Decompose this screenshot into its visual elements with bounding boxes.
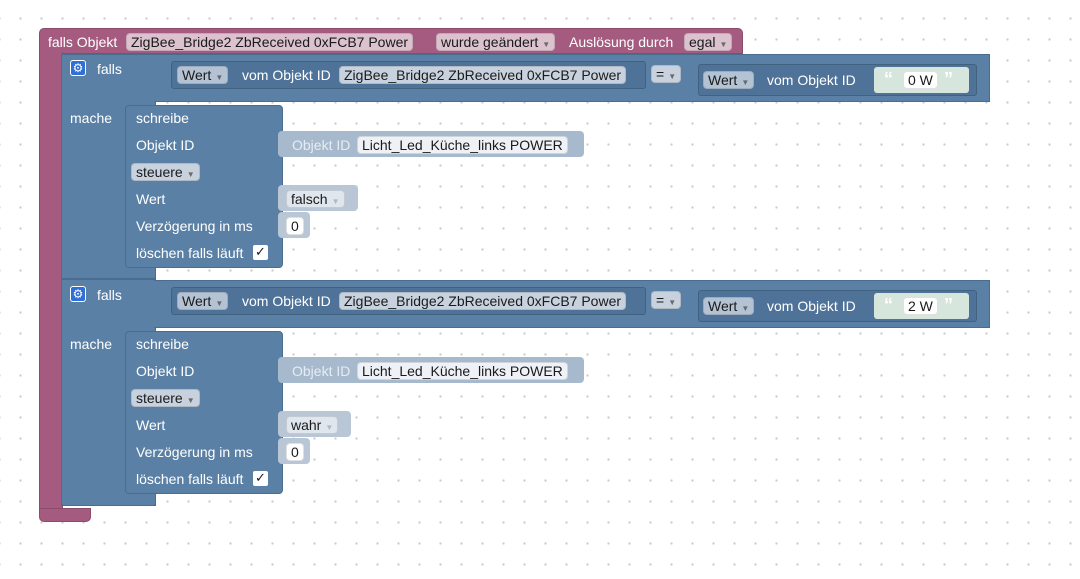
trigger-value-dropdown[interactable]: egal▼ (684, 33, 733, 51)
chevron-down-icon: ▼ (215, 73, 224, 82)
objid-value-field[interactable]: Licht_Led_Küche_links POWER (357, 136, 568, 154)
objid-value-text: Licht_Led_Küche_links POWER (362, 137, 563, 153)
cond-value-text: Wert (182, 293, 212, 309)
if-label: falls (97, 61, 122, 77)
objid-label: Objekt ID (136, 363, 195, 379)
wert-dropdown[interactable]: wahr▼ (286, 416, 339, 434)
wert-label: Wert (136, 417, 166, 433)
chevron-down-icon: ▼ (668, 72, 677, 81)
objid-label: Objekt ID (136, 137, 195, 153)
rhs-string-text: 2 W (908, 298, 933, 314)
trigger-event-dropdown[interactable]: wurde geändert▼ (436, 33, 556, 51)
if-block-foot (61, 494, 156, 506)
delay-input[interactable]: 0 (286, 217, 304, 235)
operator-text: = (656, 66, 665, 82)
operator-text: = (656, 292, 665, 308)
wert-label: Wert (136, 191, 166, 207)
rhs-string-input[interactable]: 2 W (903, 297, 938, 315)
delay-label: Verzögerung in ms (136, 218, 253, 234)
cond-object-text: ZigBee_Bridge2 ZbReceived 0xFCB7 Power (344, 293, 622, 309)
chevron-down-icon: ▼ (331, 197, 340, 206)
chevron-down-icon: ▼ (741, 78, 750, 87)
objid-placeholder-label: Objekt ID (292, 363, 351, 379)
clear-checkbox[interactable]: ✓ (253, 245, 268, 260)
operator-dropdown[interactable]: =▼ (651, 291, 682, 309)
close-quote-icon: ” (944, 295, 953, 315)
wert-text: falsch (291, 191, 328, 207)
clear-checkbox[interactable]: ✓ (253, 471, 268, 486)
mode-dropdown[interactable]: steuere▼ (131, 163, 200, 181)
trigger-object-field[interactable]: ZigBee_Bridge2 ZbReceived 0xFCB7 Power (126, 33, 414, 51)
mode-text: steuere (136, 390, 183, 406)
chevron-down-icon: ▼ (186, 396, 195, 405)
wert-text: wahr (291, 417, 322, 433)
delay-label: Verzögerung in ms (136, 444, 253, 460)
mode-text: steuere (136, 164, 183, 180)
cond-mid-label: vom Objekt ID (242, 67, 331, 83)
open-quote-icon: “ (884, 295, 893, 315)
chevron-down-icon: ▼ (741, 304, 750, 313)
trigger-value-text: egal (689, 34, 716, 50)
clear-label: löschen falls läuft (136, 471, 244, 487)
rhs-value-dropdown[interactable]: Wert▼ (703, 297, 755, 315)
chevron-down-icon: ▼ (215, 299, 224, 308)
trigger-block-spine (39, 52, 63, 512)
do-label: mache (70, 110, 113, 126)
trigger-prefix-label: falls Objekt (48, 34, 118, 50)
chevron-down-icon: ▼ (186, 170, 195, 179)
rhs-string-text: 0 W (908, 72, 933, 88)
if-label: falls (97, 287, 122, 303)
rhs-mid-label: vom Objekt ID (767, 72, 856, 88)
rhs-value-text: Wert (708, 298, 738, 314)
chevron-down-icon: ▼ (542, 40, 551, 49)
write-block[interactable] (125, 331, 283, 494)
cond-object-field[interactable]: ZigBee_Bridge2 ZbReceived 0xFCB7 Power (339, 66, 627, 84)
objid-placeholder-label: Objekt ID (292, 137, 351, 153)
cond-object-text: ZigBee_Bridge2 ZbReceived 0xFCB7 Power (344, 67, 622, 83)
open-quote-icon: “ (884, 69, 893, 89)
clear-label: löschen falls läuft (136, 245, 244, 261)
close-quote-icon: ” (944, 69, 953, 89)
gear-icon[interactable]: ⚙ (70, 60, 86, 76)
objid-value-field[interactable]: Licht_Led_Küche_links POWER (357, 362, 568, 380)
wert-dropdown[interactable]: falsch▼ (286, 190, 345, 208)
mode-dropdown[interactable]: steuere▼ (131, 389, 200, 407)
cond-mid-label: vom Objekt ID (242, 293, 331, 309)
rhs-string-input[interactable]: 0 W (903, 71, 938, 89)
delay-input[interactable]: 0 (286, 443, 304, 461)
cond-value-text: Wert (182, 67, 212, 83)
write-label: schreibe (136, 336, 189, 352)
do-label: mache (70, 336, 113, 352)
chevron-down-icon: ▼ (325, 423, 334, 432)
rhs-mid-label: vom Objekt ID (767, 298, 856, 314)
write-label: schreibe (136, 110, 189, 126)
trigger-event-text: wurde geändert (441, 34, 539, 50)
checkmark-icon: ✓ (255, 470, 266, 485)
gear-icon[interactable]: ⚙ (70, 286, 86, 302)
chevron-down-icon: ▼ (668, 298, 677, 307)
rhs-value-text: Wert (708, 72, 738, 88)
trigger-object-text: ZigBee_Bridge2 ZbReceived 0xFCB7 Power (131, 34, 409, 50)
objid-value-text: Licht_Led_Küche_links POWER (362, 363, 563, 379)
cond-object-field[interactable]: ZigBee_Bridge2 ZbReceived 0xFCB7 Power (339, 292, 627, 310)
operator-dropdown[interactable]: =▼ (651, 65, 682, 83)
write-block[interactable] (125, 105, 283, 268)
delay-text: 0 (291, 218, 299, 234)
cond-value-dropdown[interactable]: Wert▼ (177, 292, 229, 310)
chevron-down-icon: ▼ (719, 40, 728, 49)
delay-text: 0 (291, 444, 299, 460)
cond-value-dropdown[interactable]: Wert▼ (177, 66, 229, 84)
if-block-divider (61, 278, 156, 280)
checkmark-icon: ✓ (255, 244, 266, 259)
trigger-label: Auslösung durch (569, 34, 674, 50)
trigger-block-foot (39, 508, 91, 522)
rhs-value-dropdown[interactable]: Wert▼ (703, 71, 755, 89)
